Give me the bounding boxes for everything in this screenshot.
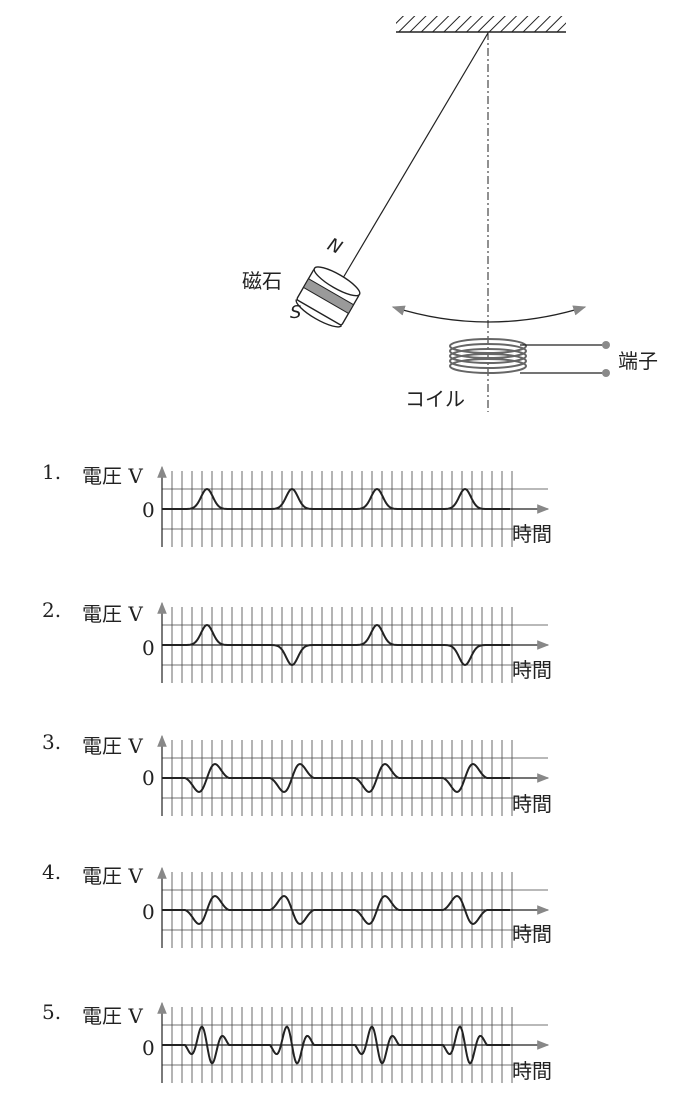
y-axis-label: 電圧 V <box>82 464 143 488</box>
option-number: 4. <box>42 860 62 884</box>
y-axis-label: 電圧 V <box>82 602 143 626</box>
coil <box>449 338 604 374</box>
voltage-graph <box>157 866 550 948</box>
graphs <box>157 465 550 1083</box>
coil-label: コイル <box>405 387 465 411</box>
zero-label: 0 <box>142 766 155 790</box>
magnet <box>295 266 361 328</box>
voltage-waveform <box>162 487 510 510</box>
y-axis-label: 電圧 V <box>82 1004 143 1028</box>
voltage-graph <box>157 734 550 816</box>
option-number: 3. <box>42 730 62 754</box>
voltage-waveform <box>162 623 510 667</box>
terminal-label: 端子 <box>618 349 658 373</box>
x-axis-label: 時間 <box>512 792 552 816</box>
south-pole-label: S <box>290 302 302 323</box>
zero-label: 0 <box>142 900 155 924</box>
zero-label: 0 <box>142 498 155 522</box>
option-number: 5. <box>42 1000 62 1024</box>
voltage-waveform <box>162 1025 510 1065</box>
magnet-label: 磁石 <box>242 269 282 293</box>
option-number: 2. <box>42 598 62 622</box>
x-axis-label: 時間 <box>512 1059 552 1083</box>
voltage-graph <box>157 465 550 547</box>
swing-arrow <box>391 305 587 323</box>
option-number: 1. <box>42 460 62 484</box>
zero-label: 0 <box>142 636 155 660</box>
voltage-waveform <box>162 895 510 925</box>
x-axis-label: 時間 <box>512 922 552 946</box>
voltage-graph <box>157 601 550 683</box>
terminal-dot-bottom <box>602 369 610 377</box>
ceiling-hatch <box>396 16 566 32</box>
y-axis-label: 電圧 V <box>82 734 143 758</box>
voltage-waveform <box>162 763 510 793</box>
zero-label: 0 <box>142 1036 155 1060</box>
pendulum-string <box>342 32 489 279</box>
terminal-dot-top <box>602 341 610 349</box>
y-axis-label: 電圧 V <box>82 864 143 888</box>
voltage-graph <box>157 1001 550 1083</box>
x-axis-label: 時間 <box>512 658 552 682</box>
x-axis-label: 時間 <box>512 522 552 546</box>
